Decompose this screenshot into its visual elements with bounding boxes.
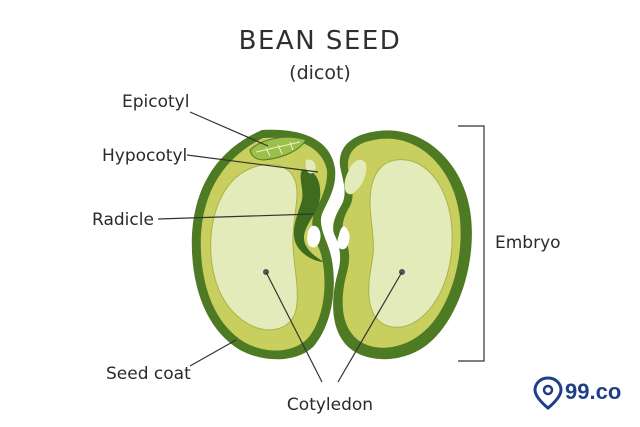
diagram-title: BEAN SEED: [239, 26, 402, 56]
seed-notch-left: [307, 225, 321, 248]
cotyledon-right-inner: [368, 159, 453, 328]
epicotyl-leaf: [249, 136, 307, 161]
hypocotyl-leader: [186, 154, 319, 173]
plumule-bump: [305, 159, 316, 174]
logo-text: 99.co: [565, 379, 621, 404]
label-epicotyl: Epicotyl: [122, 92, 189, 112]
label-radicle: Radicle: [92, 210, 154, 230]
label-embryo: Embryo: [495, 233, 561, 253]
label-seed-coat: Seed coat: [106, 364, 191, 384]
label-hypocotyl: Hypocotyl: [102, 146, 187, 166]
cotyledon-right-hollow: [344, 159, 367, 195]
seed-coat-leader: [189, 339, 237, 367]
brand-logo: 99.co: [533, 376, 621, 410]
cotyledon-leader-right: [337, 271, 403, 383]
epicotyl-veins: [255, 141, 301, 157]
left-half-seed: [191, 129, 336, 360]
radicle-leader: [157, 213, 315, 220]
diagram-subtitle: (dicot): [289, 62, 351, 84]
label-cotyledon: Cotyledon: [287, 395, 373, 415]
embryo-bracket: [458, 125, 485, 362]
right-half-seed: [333, 130, 472, 360]
seed-notch: [337, 226, 350, 250]
epicotyl-leader: [189, 111, 269, 147]
embryo-axis: [293, 169, 324, 262]
cotyledon-left-inner: [210, 163, 298, 331]
leader-lines: [157, 111, 485, 383]
map-pin-icon: [533, 376, 563, 410]
cotyledon-leader-left: [265, 271, 323, 383]
